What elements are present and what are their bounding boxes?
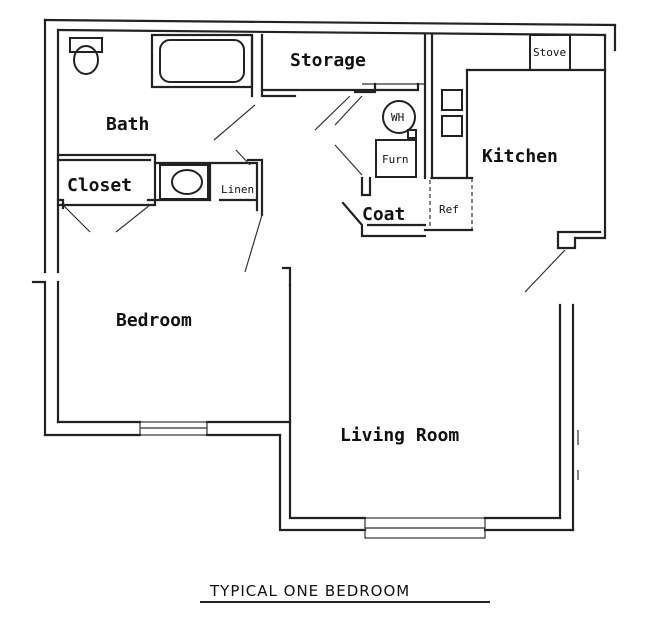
furnace-label: Furn <box>382 153 409 166</box>
kitchen-label: Kitchen <box>482 146 558 167</box>
refrigerator-label: Ref <box>439 203 459 216</box>
walls <box>31 18 617 603</box>
living-room-label: Living Room <box>340 425 459 446</box>
linen-label: Linen <box>221 183 254 196</box>
coat-label: Coat <box>362 204 405 225</box>
bedroom-label: Bedroom <box>116 310 192 331</box>
plan-title: TYPICAL ONE BEDROOM <box>209 582 410 600</box>
closet-label: Closet <box>67 175 132 196</box>
water-heater-label: WH <box>391 111 404 124</box>
stove-label: Stove <box>533 46 566 59</box>
storage-label: Storage <box>290 50 366 71</box>
bath-label: Bath <box>106 114 149 135</box>
